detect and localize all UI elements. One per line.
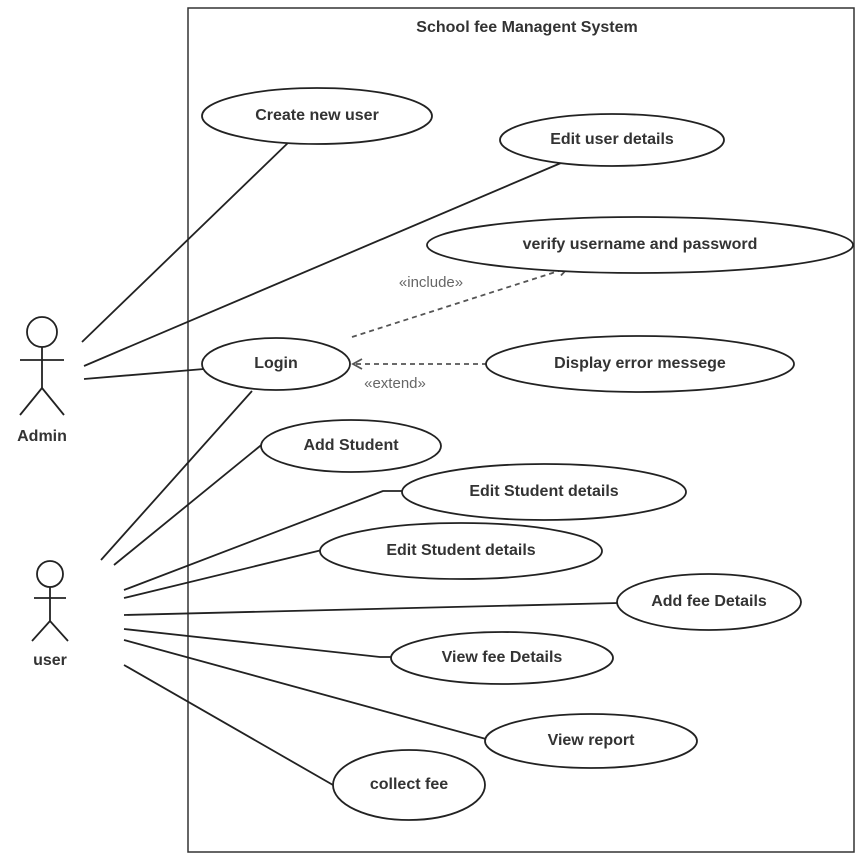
usecase-edit-student-details-2-label: Edit Student details	[386, 542, 535, 559]
usecase-edit-student-details-1-label: Edit Student details	[469, 483, 618, 500]
usecase-add-student: Add Student	[260, 419, 442, 473]
usecase-login: Login	[201, 337, 351, 391]
usecase-edit-user-details: Edit user details	[499, 113, 725, 167]
usecase-add-fee-details: Add fee Details	[616, 573, 802, 631]
admin-head	[26, 316, 58, 348]
actor-user: user	[31, 560, 69, 669]
usecase-verify-username-password: verify username and password	[426, 216, 854, 274]
assoc-admin-create-user	[81, 138, 293, 343]
usecase-collect-fee: collect fee	[332, 749, 486, 821]
usecase-add-student-label: Add Student	[303, 437, 399, 454]
usecase-verify-username-password-label: verify username and password	[523, 236, 758, 253]
include-arrow	[351, 265, 570, 338]
usecase-add-fee-details-label: Add fee Details	[651, 593, 767, 610]
usecase-edit-student-details-1: Edit Student details	[401, 463, 687, 521]
assoc-user-view-fee-details	[123, 628, 392, 658]
actor-admin-label: Admin	[17, 428, 67, 445]
usecase-edit-user-details-label: Edit user details	[550, 131, 674, 148]
admin-right-leg	[41, 387, 65, 416]
user-left-leg	[31, 620, 51, 642]
assoc-user-edit-student-details-1	[123, 490, 404, 591]
usecase-edit-student-details-2: Edit Student details	[319, 522, 603, 580]
assoc-admin-edit-user-details	[83, 159, 569, 367]
usecase-login-label: Login	[254, 355, 298, 372]
include-label: «include»	[399, 274, 463, 291]
assoc-admin-login	[83, 368, 205, 380]
usecase-view-fee-details-label: View fee Details	[442, 649, 563, 666]
usecase-display-error-message-label: Display error messege	[554, 355, 726, 372]
usecase-view-fee-details: View fee Details	[390, 631, 614, 685]
usecase-view-report-label: View report	[548, 732, 636, 749]
usecase-display-error-message: Display error messege	[485, 335, 795, 393]
usecase-view-report: View report	[484, 713, 698, 769]
assoc-user-add-fee-details	[123, 602, 619, 616]
usecase-create-new-user: Create new user	[201, 87, 433, 145]
system-title: School fee Managent System	[416, 19, 637, 36]
actor-user-label: user	[33, 652, 67, 669]
admin-left-leg	[19, 387, 43, 416]
assoc-user-login	[100, 390, 253, 561]
actor-admin: Admin	[17, 316, 67, 445]
extend-label: «extend»	[364, 375, 426, 392]
user-right-leg	[49, 620, 69, 642]
user-head	[36, 560, 64, 588]
usecase-collect-fee-label: collect fee	[370, 776, 448, 793]
usecase-create-new-user-label: Create new user	[255, 107, 379, 124]
